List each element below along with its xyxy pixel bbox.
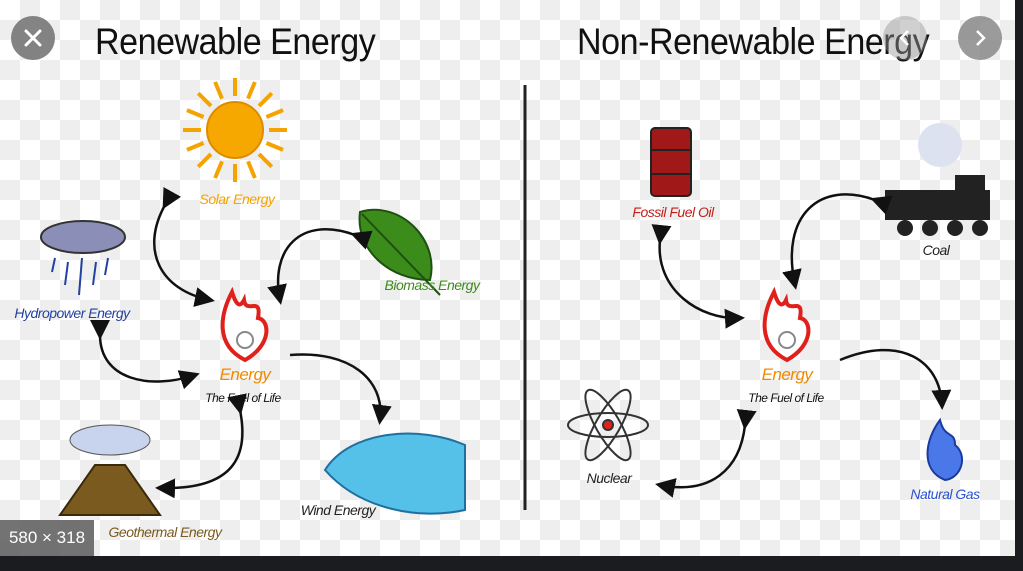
sun-ray: [186, 141, 205, 152]
sun-icon: [183, 78, 287, 182]
label-coal: Coal: [922, 242, 950, 258]
rain-cloud-icon: [40, 220, 126, 296]
renewable-title: Renewable Energy: [95, 21, 376, 62]
close-button[interactable]: [11, 16, 55, 60]
label-wind: Wind Energy: [300, 502, 376, 518]
sun-ray: [213, 81, 224, 100]
sun-ray: [213, 160, 224, 179]
gas-flame-icon: [926, 417, 964, 482]
chevron-right-icon: [976, 30, 986, 46]
flame-icon-renewable: [220, 286, 269, 363]
energy-diagram: [40, 78, 990, 516]
chevron-left-icon: [899, 30, 909, 46]
image-viewer: Renewable Energy Non-Renewable Energy So…: [0, 0, 1015, 556]
label-nuclear: Nuclear: [586, 470, 632, 486]
atom-icon: [567, 388, 649, 462]
arrows: [89, 187, 952, 499]
label-energy-renewable: Energy: [219, 365, 271, 384]
volcano-icon: [58, 424, 162, 516]
flame-icon-nonrenewable: [762, 286, 811, 363]
sun-ray: [196, 152, 213, 169]
label-fuel-of-life-renewable: The Fuel of Life: [205, 391, 281, 405]
next-button[interactable]: [958, 16, 1002, 60]
label-fuel-of-life-nonrenewable: The Fuel of Life: [748, 391, 824, 405]
wind-waves-icon: [323, 432, 466, 515]
nonrenewable-title: Non-Renewable Energy: [577, 21, 930, 62]
label-fossil-fuel: Fossil Fuel Oil: [632, 204, 714, 220]
steam-train-icon: [885, 123, 990, 236]
label-energy-nonrenewable: Energy: [761, 365, 813, 384]
sun-ray: [186, 108, 205, 119]
image-size-badge: 580 × 318: [0, 520, 94, 556]
sun-ray: [265, 108, 284, 119]
sun-ray: [246, 160, 257, 179]
label-geothermal: Geothermal Energy: [108, 524, 222, 540]
sun-ray: [265, 141, 284, 152]
label-natural-gas: Natural Gas: [910, 486, 980, 502]
oil-barrel-icon: [650, 127, 692, 197]
sun-ray: [257, 91, 274, 108]
sun-ray: [257, 152, 274, 169]
label-biomass: Biomass Energy: [384, 277, 480, 293]
label-solar: Solar Energy: [199, 191, 275, 207]
prev-button[interactable]: [883, 16, 927, 60]
label-hydropower: Hydropower Energy: [14, 305, 130, 321]
close-icon: [24, 29, 42, 47]
sun-ray: [196, 91, 213, 108]
sun-ray: [246, 81, 257, 100]
